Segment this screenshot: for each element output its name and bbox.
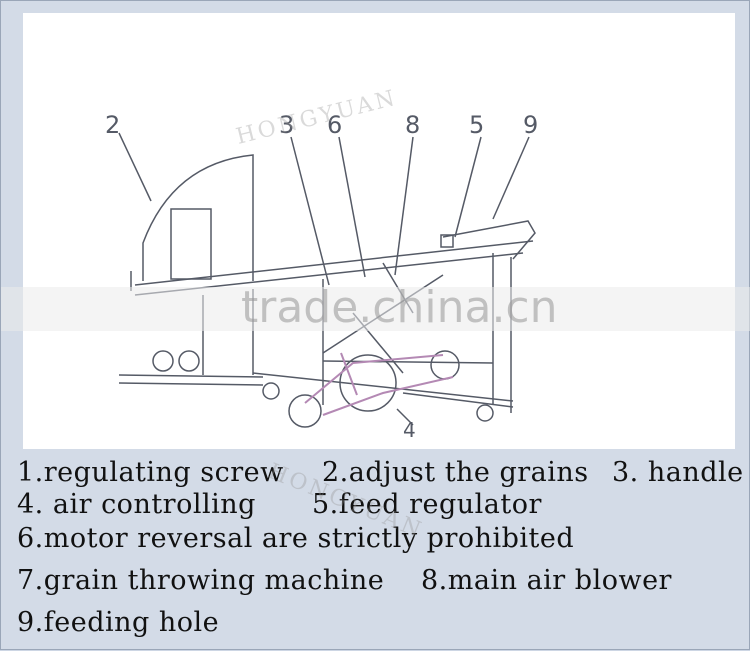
legend-line-5: 9.feeding hole <box>17 607 219 638</box>
wheel <box>288 394 322 428</box>
legend: 1.regulating screw 2.adjust the grains 3. … <box>1 449 750 651</box>
belt-link <box>340 352 358 396</box>
feed-chute <box>442 220 536 260</box>
legend-line-1: 1.regulating screw 2.adjust the grains 3. … <box>17 457 744 488</box>
leader-4 <box>396 408 414 426</box>
chassis-beam <box>252 372 514 402</box>
legend-item-adjust-grains: 2.adjust the grains <box>322 457 589 488</box>
wheel <box>476 404 494 422</box>
site-watermark: trade.china.cn <box>241 282 558 333</box>
lower-frame <box>118 374 264 378</box>
machine-drawing: 2 3 6 8 5 9 4 HONGYUAN <box>23 13 735 449</box>
callout-8: 8 <box>405 111 420 139</box>
lower-frame <box>118 382 264 386</box>
feed-regulator <box>440 234 454 248</box>
legend-item-feed-regulator: 5.feed regulator <box>312 489 542 520</box>
watermark-band <box>1 287 750 331</box>
legend-item-regulating-screw: 1.regulating screw <box>17 457 284 488</box>
blower-window <box>170 208 212 280</box>
machine-diagram-svg: 2 3 6 8 5 9 4 HONGYUAN <box>105 86 538 442</box>
drive-belt <box>322 376 454 416</box>
legend-item-grain-throwing-machine: 7.grain throwing machine <box>17 565 385 596</box>
legend-item-main-air-blower: 8.main air blower <box>421 565 672 596</box>
roller <box>152 350 174 372</box>
roller <box>178 350 200 372</box>
leader-9 <box>492 136 530 220</box>
wheel <box>262 382 280 400</box>
leader-6 <box>338 136 366 278</box>
drive-belt <box>304 354 444 404</box>
callout-5: 5 <box>469 111 484 139</box>
legend-item-feeding-hole: 9.feeding hole <box>17 607 220 638</box>
callout-4: 4 <box>403 418 416 442</box>
leader-8 <box>394 136 414 276</box>
brand-watermark-top: HONGYUAN <box>234 86 400 150</box>
conveyor-top <box>134 240 534 286</box>
callout-3: 3 <box>279 111 294 139</box>
blower-housing <box>142 154 254 281</box>
legend-line-3: 6.motor reversal are strictly prohibited <box>17 523 574 554</box>
chassis-beam <box>402 392 514 408</box>
leader-2 <box>118 132 152 202</box>
callout-9: 9 <box>523 111 538 139</box>
leader-3 <box>290 136 330 286</box>
legend-item-air-controlling: 4. air controlling <box>17 489 256 520</box>
leader-5 <box>454 136 482 238</box>
main-blower <box>339 354 397 412</box>
legend-line-2: 4. air controlling 5.feed regulator <box>17 489 542 520</box>
callout-2: 2 <box>105 111 120 139</box>
legend-item-handle: 3. handle <box>612 457 744 488</box>
legend-item-motor-reversal: 6.motor reversal are strictly prohibited <box>17 523 575 554</box>
callout-6: 6 <box>327 111 342 139</box>
legend-line-4: 7.grain throwing machine 8.main air blowe… <box>17 565 672 596</box>
